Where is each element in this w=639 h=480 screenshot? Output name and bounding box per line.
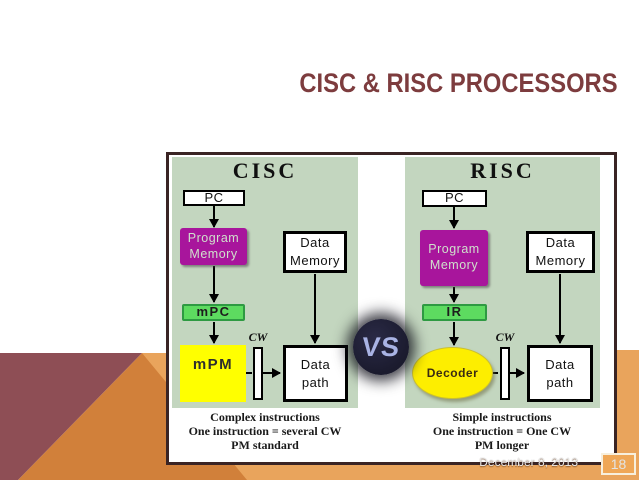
vs-badge: VS xyxy=(353,319,409,375)
slide-date: December 8, 2013 xyxy=(479,455,578,469)
vs-badge-label: VS xyxy=(360,331,402,362)
page-number-badge: 18 xyxy=(601,453,636,475)
cisc-mpc-box: mPC xyxy=(182,304,245,321)
cisc-cw-register xyxy=(253,347,263,400)
maroon-shape xyxy=(0,353,142,480)
risc-decoder-ellipse: Decoder xyxy=(412,347,493,399)
cisc-caption: Complex instructions One instruction = s… xyxy=(188,410,342,452)
risc-ir-box: IR xyxy=(422,304,487,321)
risc-pc-box: PC xyxy=(422,190,487,207)
risc-cw-register xyxy=(500,347,510,400)
cisc-pc-box: PC xyxy=(183,190,245,206)
cisc-heading: CISC xyxy=(232,158,298,183)
slide-title: CISC & RISC PROCESSORS xyxy=(299,68,618,98)
cisc-mpm-box: mPM xyxy=(180,345,246,402)
connector-arrows xyxy=(209,205,565,378)
page-number: 18 xyxy=(610,456,627,472)
risc-caption: Simple instructions One instruction = On… xyxy=(432,410,572,452)
risc-cw-label: CW xyxy=(495,330,515,344)
cisc-cw-label: CW xyxy=(248,330,268,344)
risc-heading: RISC xyxy=(470,158,535,183)
